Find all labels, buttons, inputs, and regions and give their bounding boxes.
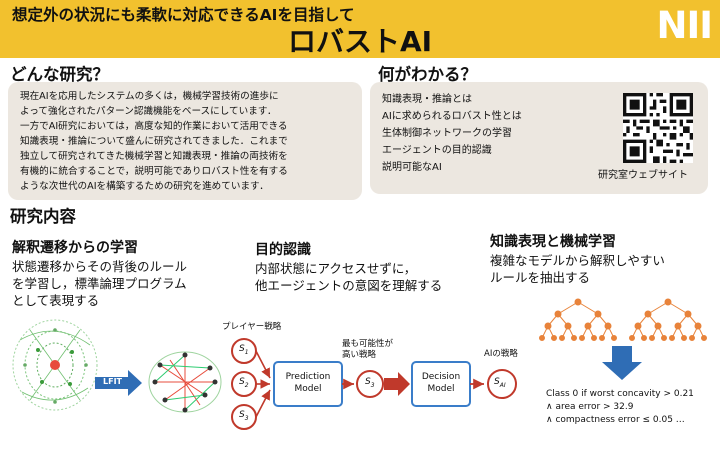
column-text: 状態遷移からその背後のルール [12,259,188,274]
s1-letter: S [239,344,245,354]
desc-line: 一方でAI研究においては，高度な知的作業において活用できる [20,121,288,132]
header-banner: 想定外の状況にも柔軟に対応できるAIを目指して ロバストAI NII [0,0,720,58]
column-text: 内部状態にアクセスせずに， [255,261,417,276]
likely-strategy-circle [356,370,384,398]
player-strategy-label: プレイヤー戦略 [222,322,282,332]
desc-line: よって強化されたパターン認識機能をベースにしています． [20,106,277,117]
sai-letter: S [494,377,500,387]
column-title-kr-ml: 知識表現と機械学習 [490,234,616,250]
page-title: ロバストAI [287,25,433,58]
lfit-label: LFIT [103,377,122,386]
column-text: ルールを抽出する [490,270,591,285]
decision-model-label-2: Model [427,384,455,394]
desc-line: 有機的に統合することで，説明可能でありロバスト性を有する [20,166,288,177]
likely-s3-label: S3 [365,377,375,389]
strategy-circles [231,338,257,430]
decision-trees [539,298,707,341]
s1-sub: 1 [244,348,249,356]
desc-line: 現在AIを応用したシステムの多くは，機械学習技術の進歩に [20,91,279,102]
column-title-goal: 目的認識 [255,242,311,258]
s2-label: S2 [239,377,249,389]
column-text: 他エージェントの意図を理解する [255,278,443,293]
s1-label: S1 [239,344,249,356]
research-content-heading: 研究内容 [10,207,76,226]
state-transition-graph [12,319,98,411]
what-find-panel: 知識表現・推論とは AIに求められるロバスト性とは 生体制御ネットワークの学習 … [370,82,708,194]
sai-sub: AI [499,381,506,389]
ai-strategy-circle [487,369,517,399]
qr-code-icon[interactable] [623,93,693,163]
s3-label: S3 [239,410,249,422]
nii-logo: NII [656,4,713,47]
prediction-model-label-1: Prediction [285,372,331,382]
what-find-heading: 何がわかる？ [378,65,477,84]
desc-line: 知識表現・推論について盛んに研究されてきました．これまで [20,136,288,147]
rule-line: ∧ compactness error ≤ 0.05 … [546,415,685,425]
rule-line: ∧ area error > 32.9 [546,402,634,412]
sai-label: SAI [494,377,506,389]
prediction-model-label-2: Model [294,384,322,394]
what-research-panel: 現在AIを応用したシステムの多くは，機械学習技術の進歩に よって強化されたパター… [8,82,362,200]
column-text: を学習し，標準論理プログラム [12,276,187,291]
lfit-arrow [95,370,142,396]
s2-sub: 2 [244,381,249,389]
s3-letter: S [239,410,245,420]
column-title-lfit: 解釈遷移からの学習 [12,240,138,256]
find-item: 説明可能なAI [382,162,442,173]
find-item: 生体制御ネットワークの学習 [382,128,512,139]
find-item: 知識表現・推論とは [382,94,472,105]
qr-label: 研究室ウェブサイト [598,170,688,181]
s2-letter: S [239,377,245,387]
likely-strategy-label-2: 高い戦略 [342,350,377,360]
network-graph [148,351,222,413]
ai-strategy-label: AIの戦略 [484,349,518,359]
likely-s3-letter: S [365,377,371,387]
rule-line: Class 0 if worst concavity > 0.21 [546,389,694,399]
decision-model-label-1: Decision [421,372,461,382]
desc-line: 独立して研究されてきた機械学習と知識表現・推論の両技術を [20,151,288,162]
header-subtitle: 想定外の状況にも柔軟に対応できるAIを目指して [12,6,355,24]
decision-arrow [384,372,410,396]
find-item: AIに求められるロバスト性とは [382,111,522,122]
s3-sub: 3 [244,414,249,422]
find-item: エージェントの目的認識 [382,145,492,156]
likely-s3-sub: 3 [370,381,375,389]
what-research-heading: どんな研究？ [10,65,109,84]
column-text: として表現する [12,293,100,308]
column-text: 複雑なモデルから解釈しやすい [490,253,665,268]
likely-strategy-label-1: 最も可能性が [342,339,394,349]
desc-line: ような次世代のAIを構築するための研究を進めています． [20,181,269,192]
extract-arrow [602,346,642,380]
